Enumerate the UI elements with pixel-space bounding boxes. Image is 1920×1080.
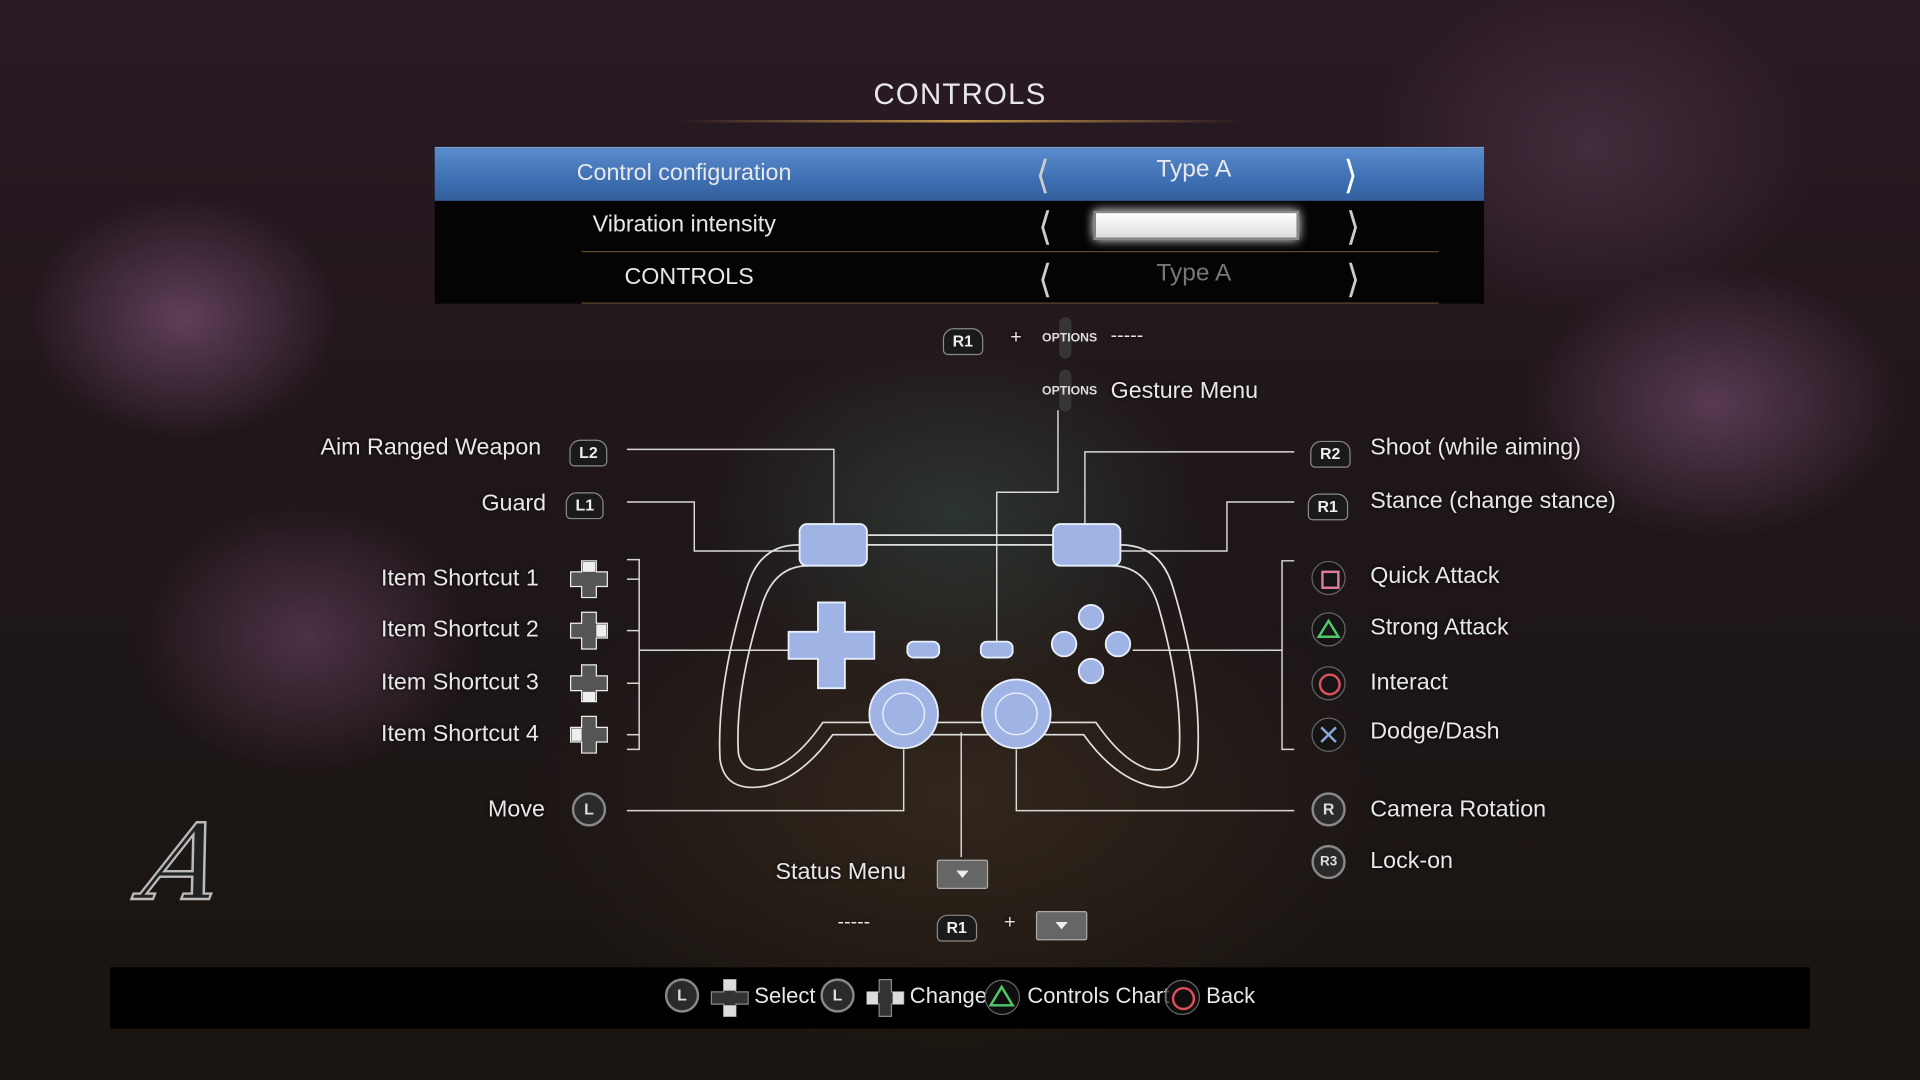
setting-vibration-intensity[interactable]: Vibration intensity ❬ ❭ — [435, 200, 1484, 253]
controller-body — [718, 534, 1200, 789]
button-prompt-bar: L Select L Change Controls Chart Back — [110, 967, 1810, 1029]
setting-value: Type A — [1156, 259, 1232, 287]
interact-label: Interact — [1370, 669, 1448, 696]
r3-button-icon: R3 — [1311, 844, 1346, 880]
triangle-button-icon — [984, 979, 1021, 1016]
gesture-menu-label: Gesture Menu — [1110, 378, 1259, 405]
right-stick-button-icon: R — [1311, 792, 1346, 827]
dodge-dash-label: Dodge/Dash — [1370, 718, 1500, 745]
status-menu-label: Status Menu — [775, 859, 907, 886]
move-label: Move — [487, 797, 545, 823]
arrow-left-icon[interactable]: ❬ — [1036, 205, 1055, 244]
setting-label: Vibration intensity — [592, 211, 776, 238]
l2-button-icon: L2 — [569, 439, 608, 467]
left-stick-icon: L — [820, 978, 855, 1013]
triangle-button-icon — [1311, 612, 1346, 647]
setting-label: Control configuration — [576, 160, 792, 187]
back-prompt[interactable]: Back — [1206, 983, 1256, 1008]
change-prompt[interactable]: Change — [909, 983, 988, 1008]
unassigned-action: ----- — [837, 912, 871, 934]
plus-sign: + — [1010, 326, 1022, 348]
arrow-left-icon[interactable]: ❬ — [1034, 154, 1052, 193]
left-stick-button-icon: L — [571, 792, 607, 827]
left-stick-icon — [868, 678, 939, 750]
aim-ranged-weapon-label: Aim Ranged Weapon — [320, 434, 542, 461]
r-bumper-icon — [1052, 523, 1122, 567]
item-shortcut-4-label: Item Shortcut 4 — [381, 721, 539, 747]
arrow-right-icon[interactable]: ❭ — [1344, 258, 1362, 297]
shoot-label: Shoot (while aiming) — [1370, 434, 1581, 461]
r2-button-icon: R2 — [1310, 440, 1351, 468]
face-button-left-icon — [1050, 630, 1078, 658]
r1-button-icon: R1 — [936, 914, 977, 942]
dpad-small-icons — [570, 560, 608, 754]
l1-button-icon: L1 — [565, 492, 604, 520]
leader-lines — [626, 410, 1295, 858]
arrow-right-icon[interactable]: ❭ — [1344, 205, 1362, 244]
select-prompt[interactable]: Select — [754, 983, 816, 1008]
lock-on-label: Lock-on — [1370, 848, 1453, 875]
touchpad-button-icon — [1035, 911, 1088, 941]
square-button-icon — [1311, 560, 1346, 596]
unassigned-action: ----- — [1110, 325, 1144, 347]
setting-control-configuration[interactable]: Control configuration ❬ Type A ❭ — [434, 146, 1485, 201]
options-button-icon: OPTIONS — [1042, 317, 1098, 359]
quick-attack-label: Quick Attack — [1370, 563, 1500, 589]
dpad-up-down-icon — [710, 978, 749, 1017]
face-button-right-icon — [1104, 630, 1132, 658]
divider — [581, 302, 1439, 304]
right-stick-icon — [981, 678, 1052, 750]
share-button-icon — [906, 640, 941, 659]
face-button-bottom-icon — [1077, 657, 1105, 685]
camera-rotation-label: Camera Rotation — [1370, 797, 1547, 823]
dpad-icon — [787, 601, 876, 690]
settings-panel: Control configuration ❬ Type A ❭ Vibrati… — [434, 146, 1485, 305]
face-button-top-icon — [1077, 603, 1105, 631]
item-shortcut-2-label: Item Shortcut 2 — [381, 617, 539, 643]
title-divider — [679, 120, 1243, 123]
dpad-left-right-icon — [866, 978, 905, 1017]
item-shortcut-1-label: Item Shortcut 1 — [381, 565, 539, 592]
plus-sign: + — [1004, 912, 1016, 934]
strong-attack-label: Strong Attack — [1370, 614, 1509, 641]
page-title: CONTROLS — [873, 78, 1047, 112]
cross-button-icon — [1311, 717, 1346, 752]
setting-value: Type A — [1156, 155, 1232, 183]
setting-controls[interactable]: CONTROLS ❬ Type A ❭ — [435, 252, 1484, 305]
touchpad-button-icon — [936, 859, 989, 889]
divider — [581, 251, 1439, 253]
r1-button-icon: R1 — [1307, 493, 1348, 521]
guard-label: Guard — [481, 491, 547, 517]
options-button-icon: OPTIONS — [1042, 369, 1098, 412]
setting-label: CONTROLS — [624, 264, 754, 291]
stance-label: Stance (change stance) — [1370, 488, 1616, 515]
controls-chart-prompt[interactable]: Controls Chart — [1027, 983, 1170, 1008]
l-bumper-icon — [798, 523, 868, 567]
r1-button-icon: R1 — [942, 328, 983, 356]
circle-button-icon — [1311, 666, 1346, 701]
vibration-slider[interactable] — [1093, 210, 1300, 241]
circle-button-icon — [1164, 979, 1201, 1016]
item-shortcut-3-label: Item Shortcut 3 — [381, 669, 539, 696]
options-button-icon — [979, 640, 1014, 659]
left-stick-icon: L — [664, 978, 700, 1013]
arrow-right-icon[interactable]: ❭ — [1341, 154, 1359, 193]
arrow-left-icon[interactable]: ❬ — [1036, 258, 1055, 297]
